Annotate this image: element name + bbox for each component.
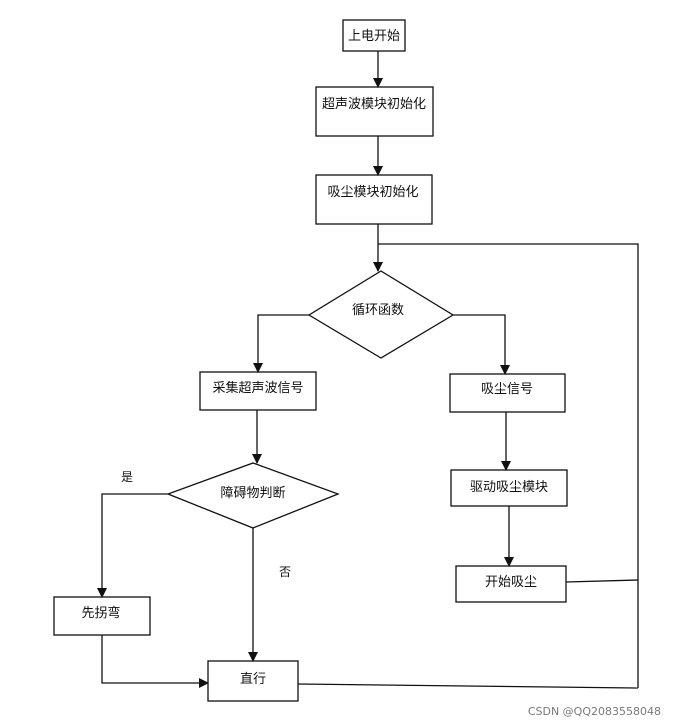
node-ultrasonic-init-box <box>315 86 434 137</box>
node-ultrasonic-init-label: 超声波模块初始化 <box>322 97 426 112</box>
edge-label-no: 否 <box>279 565 291 579</box>
node-start-label: 上电开始 <box>348 29 400 44</box>
node-start-box <box>342 19 406 52</box>
node-vacuum-signal-label: 吸尘信号 <box>481 382 533 397</box>
node-vacuum-init-label: 吸尘模块初始化 <box>327 185 418 200</box>
edge-obstacle-yes <box>97 493 168 598</box>
node-loop-diamond <box>307 270 455 359</box>
watermark: CSDN @QQ2083558048 <box>527 705 661 718</box>
node-turn-box <box>53 596 151 636</box>
edge-loop-to-collect <box>253 314 309 373</box>
node-start-vacuum-box <box>455 565 567 603</box>
edge-loop-to-vsignal <box>453 314 510 375</box>
node-collect-signal-label: 采集超声波信号 <box>212 380 303 396</box>
edge-turn-to-straight <box>101 635 209 688</box>
edge-loopback-return <box>378 243 639 688</box>
node-straight-box <box>207 660 299 702</box>
node-obstacle-label: 障碍物判断 <box>220 486 285 501</box>
node-drive-vacuum-label: 驱动吸尘模块 <box>470 480 548 495</box>
node-turn-label: 先拐弯 <box>81 605 120 621</box>
node-start-vacuum-label: 开始吸尘 <box>485 575 537 590</box>
edge-label-yes: 是 <box>121 470 133 484</box>
node-loop-label: 循环函数 <box>352 303 404 318</box>
edge-straight-to-loopback <box>297 683 639 689</box>
node-drive-vacuum-box <box>450 469 568 507</box>
node-straight-label: 直行 <box>240 672 266 687</box>
node-vacuum-signal-box <box>449 373 566 413</box>
node-collect-signal-box <box>199 371 317 411</box>
edge-startvac-to-loopback <box>565 579 639 583</box>
